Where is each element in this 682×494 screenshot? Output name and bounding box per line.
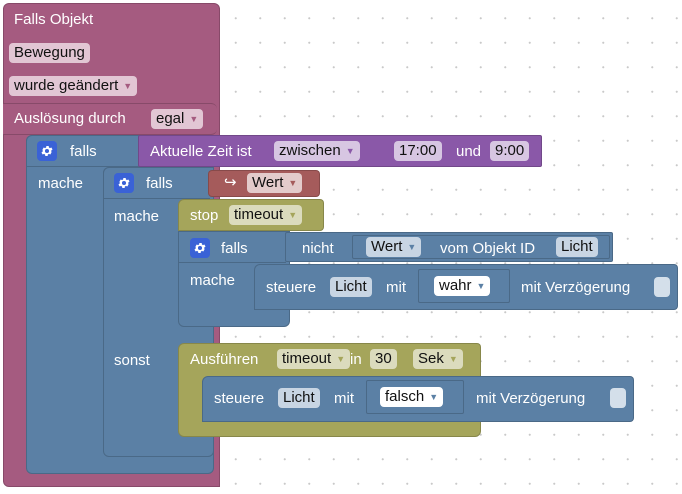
- control-false-delay-label: mit Verzögerung: [476, 390, 586, 407]
- event-trigger-label: Auslösung durch: [14, 110, 126, 127]
- run-label: Ausführen: [190, 351, 259, 368]
- time-end-field[interactable]: 9:00: [490, 141, 530, 161]
- inner-if-do-label: mache: [114, 208, 160, 225]
- outer-if-do-label: mache: [38, 175, 84, 192]
- outer-if-keyword: falls: [70, 143, 97, 160]
- variable-dropdown-wert[interactable]: Wert▼: [247, 173, 303, 193]
- control-true-object-field[interactable]: Licht: [330, 277, 372, 297]
- time-label: Aktuelle Zeit ist: [150, 143, 252, 160]
- state-var-dropdown[interactable]: Wert▼: [366, 237, 422, 257]
- boolean-dropdown-true[interactable]: wahr▼: [434, 276, 491, 296]
- gear-icon[interactable]: [37, 141, 57, 161]
- delay-checkbox-false[interactable]: [610, 388, 626, 408]
- dropdown-arrow-icon: ▼: [336, 354, 346, 364]
- inner-if-else-label: sonst: [114, 352, 150, 369]
- event-trigger-dropdown[interactable]: egal▼: [151, 109, 204, 129]
- dropdown-arrow-icon: ▼: [448, 354, 458, 364]
- event-object-field[interactable]: Bewegung: [9, 43, 90, 63]
- gear-icon[interactable]: [190, 238, 210, 258]
- dropdown-arrow-icon: ▼: [123, 81, 133, 91]
- dropdown-arrow-icon: ▼: [476, 281, 486, 291]
- delay-checkbox-true[interactable]: [654, 277, 670, 297]
- stop-label: stop: [190, 207, 219, 224]
- run-in-label: in: [350, 351, 362, 368]
- stop-timer-dropdown[interactable]: timeout▼: [229, 205, 303, 225]
- nested-if-keyword: falls: [221, 240, 248, 257]
- dropdown-arrow-icon: ▼: [429, 392, 439, 402]
- control-false-object-field[interactable]: Licht: [278, 388, 320, 408]
- control-false-with-label: mit: [334, 390, 354, 407]
- inner-if-keyword: falls: [146, 175, 173, 192]
- control-false-label: steuere: [214, 390, 265, 407]
- gear-icon[interactable]: [114, 173, 134, 193]
- time-operator-dropdown[interactable]: zwischen▼: [274, 141, 360, 161]
- run-unit-dropdown[interactable]: Sek▼: [413, 349, 463, 369]
- event-condition-dropdown[interactable]: wurde geändert▼: [9, 76, 138, 96]
- dropdown-arrow-icon: ▼: [345, 146, 355, 156]
- control-true-delay-label: mit Verzögerung: [521, 279, 631, 296]
- run-amount-field[interactable]: 30: [370, 349, 397, 369]
- state-from-label: vom Objekt ID: [440, 240, 536, 257]
- control-true-label: steuere: [266, 279, 317, 296]
- dropdown-arrow-icon: ▼: [288, 178, 298, 188]
- time-start-field[interactable]: 17:00: [394, 141, 442, 161]
- dropdown-arrow-icon: ▼: [189, 114, 199, 124]
- dropdown-arrow-icon: ▼: [288, 210, 298, 220]
- dropdown-arrow-icon: ▼: [407, 242, 417, 252]
- run-timer-dropdown[interactable]: timeout▼: [277, 349, 351, 369]
- nested-if-do-label: mache: [190, 272, 236, 289]
- not-label: nicht: [302, 240, 334, 257]
- arrow-redirect-icon: ↪: [224, 174, 237, 191]
- control-true-with-label: mit: [386, 279, 406, 296]
- boolean-dropdown-false[interactable]: falsch▼: [380, 387, 444, 407]
- event-title: Falls Objekt: [14, 11, 94, 28]
- time-and-label: und: [456, 143, 482, 160]
- state-object-field[interactable]: Licht: [556, 237, 598, 257]
